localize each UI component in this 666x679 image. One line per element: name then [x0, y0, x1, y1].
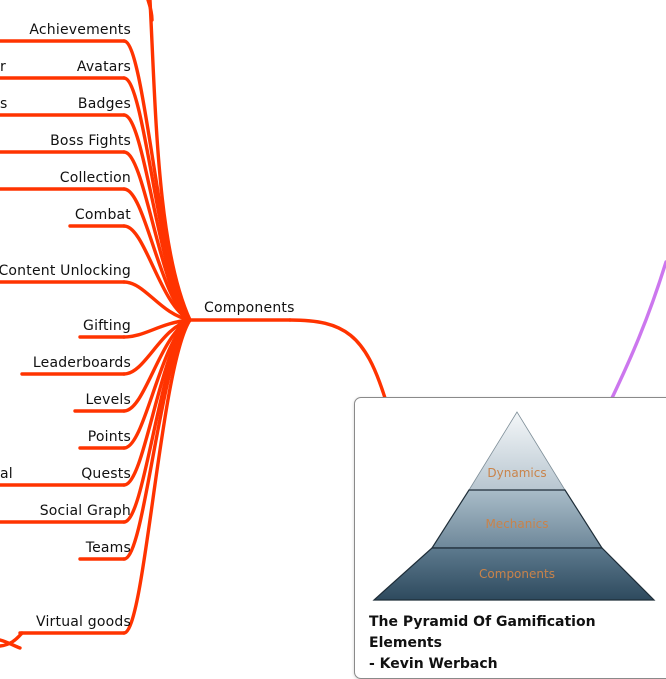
image-caption: The Pyramid Of Gamification Elements - K… [369, 612, 666, 675]
item-virtual-goods[interactable]: Virtual goods [36, 614, 131, 630]
cut-off-text: r [0, 59, 6, 75]
item-achievements[interactable]: Achievements [29, 22, 131, 38]
item-boss-fights[interactable]: Boss Fights [50, 133, 131, 149]
item-gifting[interactable]: Gifting [83, 318, 131, 334]
purple-connector [610, 260, 666, 400]
item-connector [122, 318, 192, 635]
item-combat[interactable]: Combat [74, 207, 131, 223]
item-teams[interactable]: Teams [85, 540, 131, 556]
item-leaderboards[interactable]: Leaderboards [32, 355, 131, 371]
pyramid-tier-bottom [372, 547, 656, 601]
item-avatars[interactable]: Avatars [76, 59, 131, 75]
item-connector [122, 150, 192, 322]
item-connector [122, 280, 192, 322]
item-badges[interactable]: Badges [77, 96, 131, 112]
mind-map-connectors [0, 0, 666, 650]
item-levels[interactable]: Levels [85, 392, 131, 408]
offscreen-connector [0, 638, 22, 650]
components-node[interactable]: Components [204, 300, 295, 316]
caption-line-1: The Pyramid Of Gamification Elements [369, 614, 596, 651]
cut-off-text: s [0, 96, 8, 112]
item-collection[interactable]: Collection [59, 170, 131, 186]
item-social-graph[interactable]: Social Graph [39, 503, 131, 519]
item-connector [122, 318, 192, 376]
pyramid-label-components: Components [479, 567, 555, 581]
item-points[interactable]: Points [87, 429, 131, 445]
cut-off-text: al [0, 466, 13, 482]
item-connector [122, 187, 192, 322]
pyramid-label-dynamics: Dynamics [487, 466, 546, 480]
pyramid-label-mechanics: Mechanics [485, 517, 548, 531]
item-connector [122, 224, 192, 322]
item-connector [122, 318, 192, 561]
caption-line-2: - Kevin Werbach [369, 656, 498, 672]
card-connector [288, 318, 387, 400]
pyramid-image-card[interactable]: Dynamics Mechanics Components The Pyrami… [354, 397, 666, 679]
item-connector [122, 318, 192, 339]
item-content-unlocking[interactable]: Content Unlocking [0, 263, 131, 279]
pyramid-image: Dynamics Mechanics Components [372, 411, 656, 601]
item-quests[interactable]: Quests [81, 466, 131, 482]
